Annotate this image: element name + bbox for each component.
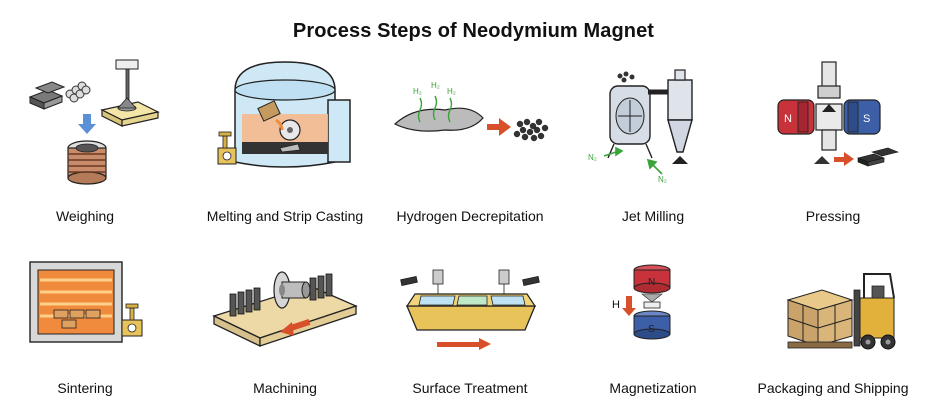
magnet-block-icon: [400, 276, 540, 286]
step-label-jet-milling: Jet Milling: [621, 208, 685, 224]
packaging-illustration: [786, 273, 896, 350]
jet-milling-illustration: N₂ N₂: [588, 69, 693, 184]
induction-coil-icon: [67, 140, 107, 185]
step-melting: [190, 52, 380, 192]
step-label-surface-treatment: Surface Treatment: [412, 380, 528, 396]
north-label: N: [784, 113, 792, 125]
powder-icon: [513, 118, 549, 142]
pressed-blocks-icon: [857, 147, 899, 167]
pressing-illustration: N S: [777, 61, 899, 167]
step-label-sintering: Sintering: [57, 380, 113, 396]
step-jet-milling: N₂ N₂: [558, 52, 748, 192]
h2-label-1: H₂: [413, 87, 422, 96]
right-arrow-icon: [834, 152, 854, 166]
diagram-title: Process Steps of Neodymium Magnet: [292, 20, 655, 42]
step-label-pressing: Pressing: [805, 208, 861, 224]
h2-label-2: H₂: [431, 81, 440, 90]
step-label-weighing: Weighing: [55, 208, 115, 224]
hydrogen-gas-icon: [417, 95, 453, 123]
step-label-magnetization: Magnetization: [609, 380, 697, 396]
magnet-blocks-icon: [53, 309, 101, 329]
ingots-icon: [28, 81, 66, 110]
step-machining: [190, 250, 380, 360]
sintering-illustration: [29, 261, 143, 343]
weighing-illustration: [28, 59, 160, 185]
tank-icon: [418, 295, 526, 306]
step-pressing: N S: [738, 52, 928, 192]
south-pole-icon: S: [633, 310, 671, 340]
nitrogen-gas-icon: [603, 146, 663, 175]
casting-wheel-icon: [275, 118, 301, 141]
north-pole-coil-icon: N: [777, 99, 815, 135]
step-label-packaging: Packaging and Shipping: [757, 380, 909, 396]
h2-label-3: H₂: [447, 87, 456, 96]
crucible-icon: [257, 100, 281, 122]
hoist-icon: [432, 269, 510, 294]
valve-icon: [121, 303, 143, 337]
right-arrow-icon: [437, 338, 491, 350]
step-surface-treatment: [375, 250, 565, 360]
melting-illustration: [217, 61, 351, 168]
step-label-hydrogen: Hydrogen Decrepitation: [396, 208, 544, 224]
step-label-melting: Melting and Strip Casting: [206, 208, 364, 224]
step-packaging: [738, 250, 928, 360]
machining-illustration: [212, 271, 358, 348]
south-pole-coil-icon: S: [843, 99, 881, 135]
step-label-machining: Machining: [253, 380, 317, 396]
south-label: S: [648, 324, 655, 335]
n2-label-1: N₂: [588, 153, 597, 162]
step-magnetization: N S H: [558, 250, 748, 360]
boxes-icon: [786, 289, 854, 347]
down-arrow-icon: [78, 114, 96, 134]
step-weighing: [0, 52, 180, 192]
magnet-stack-icon: [229, 273, 333, 317]
left-arrow-icon: [280, 319, 311, 336]
north-pole-icon: N: [633, 264, 671, 294]
down-arrow-icon: [622, 296, 636, 316]
south-label: S: [863, 113, 870, 125]
field-label: H: [612, 299, 620, 311]
cyclone-icon: [667, 69, 693, 164]
cutting-wheel-icon: [273, 271, 311, 309]
valve-icon: [217, 131, 237, 165]
surface-treatment-illustration: [400, 269, 540, 350]
n2-label-2: N₂: [658, 175, 667, 184]
forklift-icon: [853, 273, 896, 350]
magnetization-illustration: N S H: [612, 264, 671, 340]
north-label: N: [648, 277, 655, 288]
scale-icon: [100, 59, 160, 127]
step-sintering: [0, 250, 180, 360]
step-hydrogen: H₂ H₂ H₂: [375, 52, 565, 192]
right-arrow-icon: [487, 118, 511, 136]
hydrogen-illustration: H₂ H₂ H₂: [393, 81, 549, 142]
rods-icon: [65, 81, 91, 103]
